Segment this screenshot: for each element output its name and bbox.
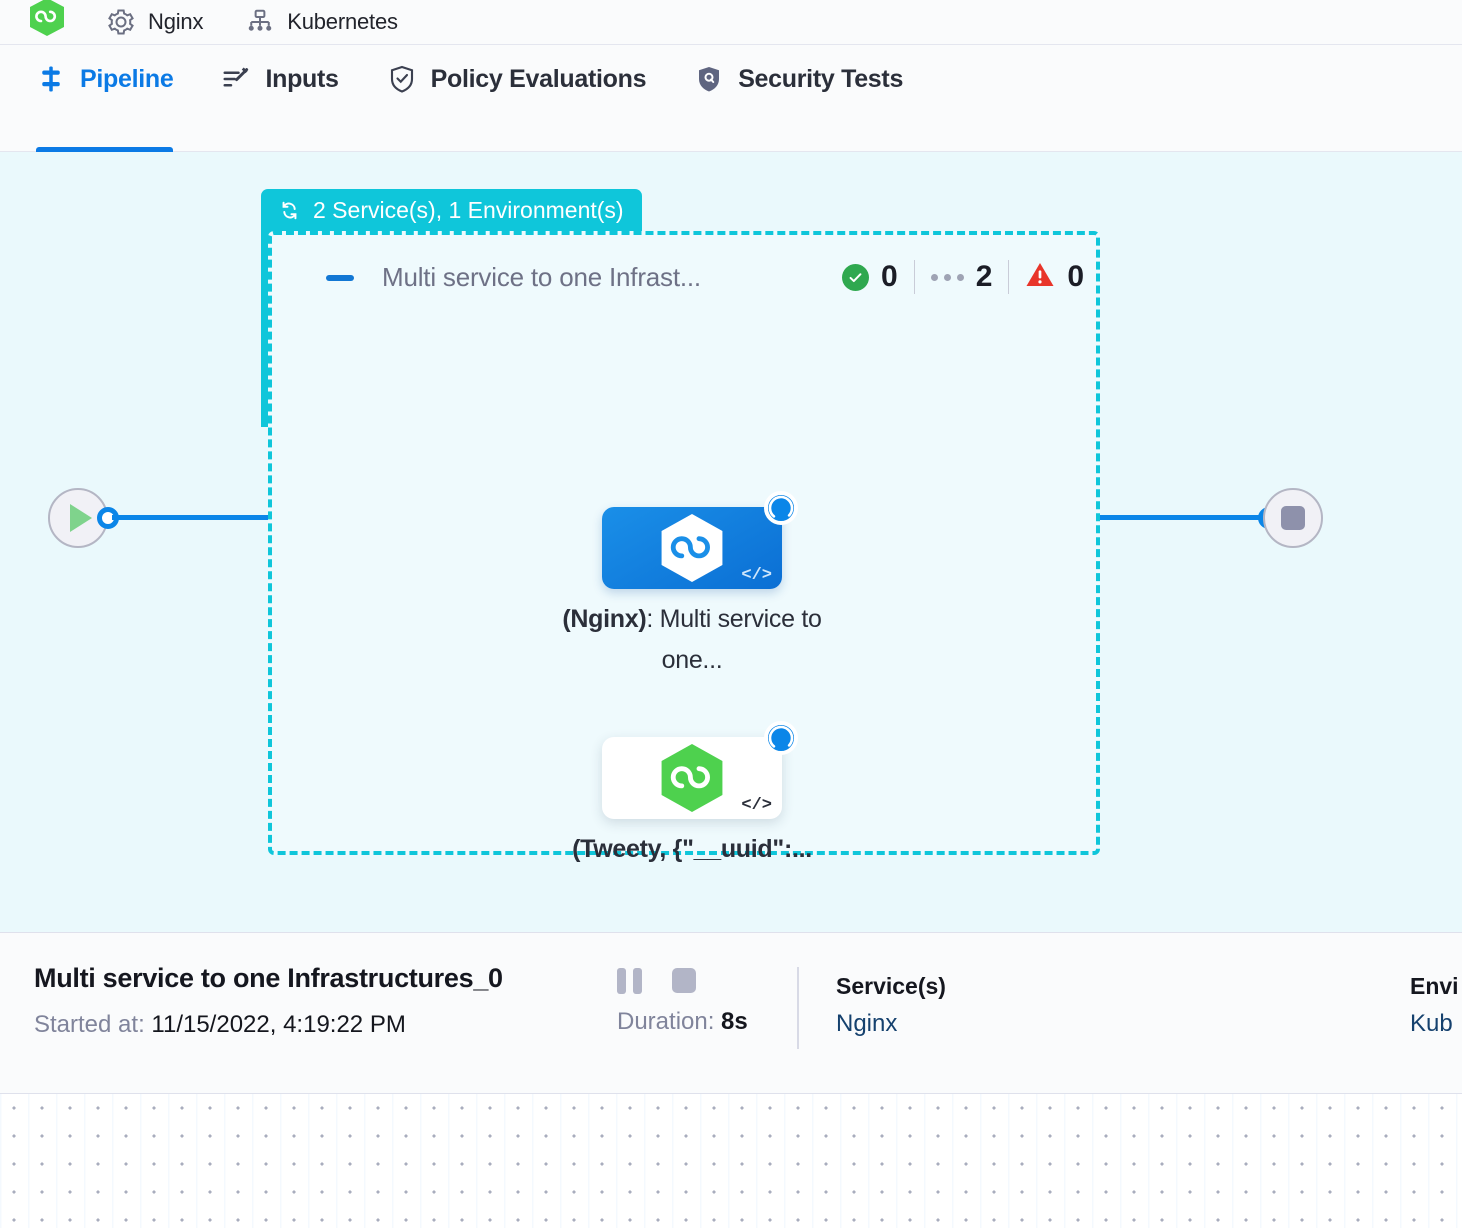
run-controls xyxy=(617,968,696,994)
infrastructure-node-icon xyxy=(249,9,272,31)
run-title: Multi service to one Infrastructures_0 xyxy=(34,963,503,993)
stop-icon xyxy=(1281,506,1305,530)
running-spinner-icon xyxy=(764,491,798,525)
pipeline-node-nginx[interactable]: </> xyxy=(602,491,798,589)
node-label-rest: : Multi service to one... xyxy=(646,605,822,674)
pipeline-node-nginx-label: (Nginx): Multi service to one... xyxy=(552,599,832,680)
started-at-label: Started at: xyxy=(34,1011,145,1038)
counter-error: 0 xyxy=(1009,260,1100,294)
started-at-value: 11/15/2022, 4:19:22 PM xyxy=(144,1011,406,1038)
breadcrumb-item-kubernetes[interactable]: Kubernetes xyxy=(245,7,398,37)
pipeline-icon xyxy=(36,64,66,94)
breadcrumb-item-nginx[interactable]: Nginx xyxy=(106,7,203,37)
counter-success-value: 0 xyxy=(881,260,898,293)
green-hexagon-logo-icon xyxy=(30,0,64,36)
services-column: Service(s) Nginx xyxy=(836,973,946,1038)
counter-running-value: 2 xyxy=(975,260,993,293)
green-check-icon xyxy=(842,263,869,291)
group-badge-label: 2 Service(s), 1 Environment(s) xyxy=(313,196,624,223)
stop-icon[interactable] xyxy=(672,968,696,993)
counter-running: 2 xyxy=(915,260,1009,294)
group-container[interactable]: Multi service to one Infrast... 0 2 xyxy=(268,231,1100,863)
counter-success: 0 xyxy=(842,260,914,294)
tab-label-security-tests: Security Tests xyxy=(738,64,904,93)
pipeline-end-node[interactable] xyxy=(1263,488,1323,548)
group-badge[interactable]: 2 Service(s), 1 Environment(s) xyxy=(261,189,642,231)
inputs-magic-wand-icon xyxy=(221,64,251,94)
gear-icon xyxy=(108,9,134,35)
tab-security-tests[interactable]: Security Tests xyxy=(694,45,903,151)
code-badge: </> xyxy=(741,566,772,585)
dot-grid-background xyxy=(0,1094,1462,1228)
panel-divider xyxy=(797,967,799,1049)
counter-divider xyxy=(1008,260,1010,294)
group-title: Multi service to one Infrast... xyxy=(382,262,701,292)
breadcrumb-label-kubernetes: Kubernetes xyxy=(287,9,398,34)
tab-policy-evaluations[interactable]: Policy Evaluations xyxy=(387,45,647,151)
breadcrumb: Nginx Kubernetes xyxy=(0,0,1462,45)
pipeline-node-tweety[interactable]: </> xyxy=(602,721,798,819)
duration-value: 8s xyxy=(714,1008,748,1035)
red-warning-triangle-icon xyxy=(1025,261,1055,293)
breadcrumb-label-nginx: Nginx xyxy=(148,9,204,34)
services-heading: Service(s) xyxy=(836,973,946,999)
node-label-bold: (Tweety, {"__uuid":... xyxy=(572,835,812,863)
tab-label-inputs: Inputs xyxy=(265,64,339,93)
environments-value-kubernetes[interactable]: Kub xyxy=(1410,1010,1453,1037)
white-hexagon-infinity-icon xyxy=(661,514,723,582)
duration-label: Duration: xyxy=(617,1008,715,1035)
run-started-at: Started at: 11/15/2022, 4:19:22 PM xyxy=(34,1011,406,1039)
breadcrumb-logo[interactable] xyxy=(30,0,64,36)
pause-icon[interactable] xyxy=(617,968,642,994)
tab-pipeline[interactable]: Pipeline xyxy=(36,45,174,152)
tab-bar: Pipeline Inputs Policy Evaluations xyxy=(0,45,1462,152)
environments-column: Envi Kub xyxy=(1410,973,1459,1038)
group-title-row[interactable]: Multi service to one Infrast... xyxy=(326,262,1150,293)
shield-security-icon xyxy=(694,64,724,94)
loop-repeat-icon xyxy=(282,201,297,219)
environments-heading: Envi xyxy=(1410,973,1459,999)
running-spinner-icon xyxy=(764,721,798,755)
tab-label-policy-evaluations: Policy Evaluations xyxy=(430,64,647,93)
shield-check-icon xyxy=(387,64,417,94)
counter-divider xyxy=(913,260,915,294)
running-dots-icon xyxy=(930,273,964,281)
code-badge: </> xyxy=(741,796,772,815)
play-icon xyxy=(70,504,92,532)
tab-label-pipeline: Pipeline xyxy=(80,64,174,93)
counter-error-value: 0 xyxy=(1067,260,1085,293)
node-label-bold: (Nginx) xyxy=(562,605,647,633)
wire-start-to-group xyxy=(112,515,270,520)
run-info-panel: Multi service to one Infrastructures_0 S… xyxy=(0,932,1462,1094)
group-status-counters: 0 2 0 xyxy=(842,260,1100,294)
wire-group-to-end xyxy=(1100,515,1270,520)
services-value-nginx[interactable]: Nginx xyxy=(836,1010,898,1037)
pipeline-canvas[interactable]: 2 Service(s), 1 Environment(s) Multi ser… xyxy=(0,152,1462,932)
minus-collapse-icon[interactable] xyxy=(326,274,354,281)
run-duration: Duration: 8s xyxy=(617,1008,748,1036)
pipeline-node-tweety-label: (Tweety, {"__uuid":... xyxy=(552,829,832,870)
tab-inputs[interactable]: Inputs xyxy=(221,45,339,151)
green-hexagon-infinity-icon xyxy=(661,744,723,812)
